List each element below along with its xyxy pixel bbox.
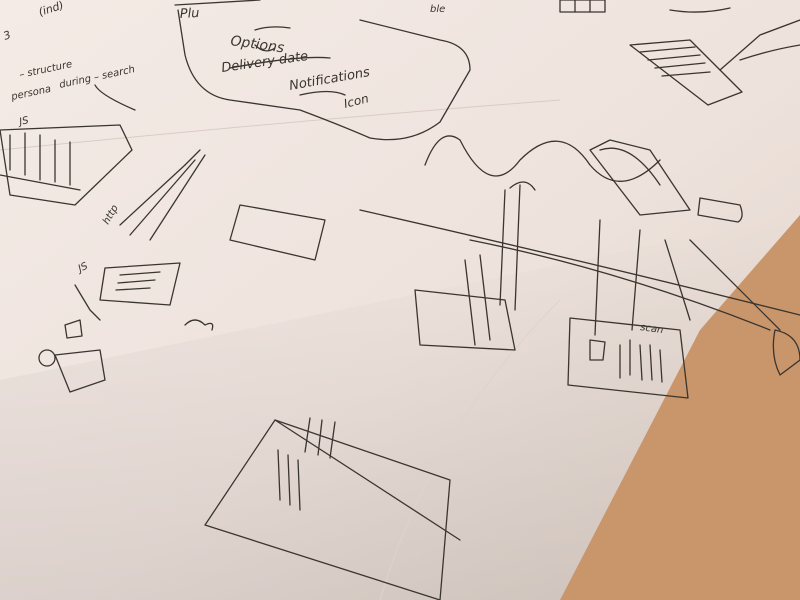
note-top-right-mark: ble: [430, 4, 445, 15]
card-corner-label: Plu: [179, 6, 199, 22]
